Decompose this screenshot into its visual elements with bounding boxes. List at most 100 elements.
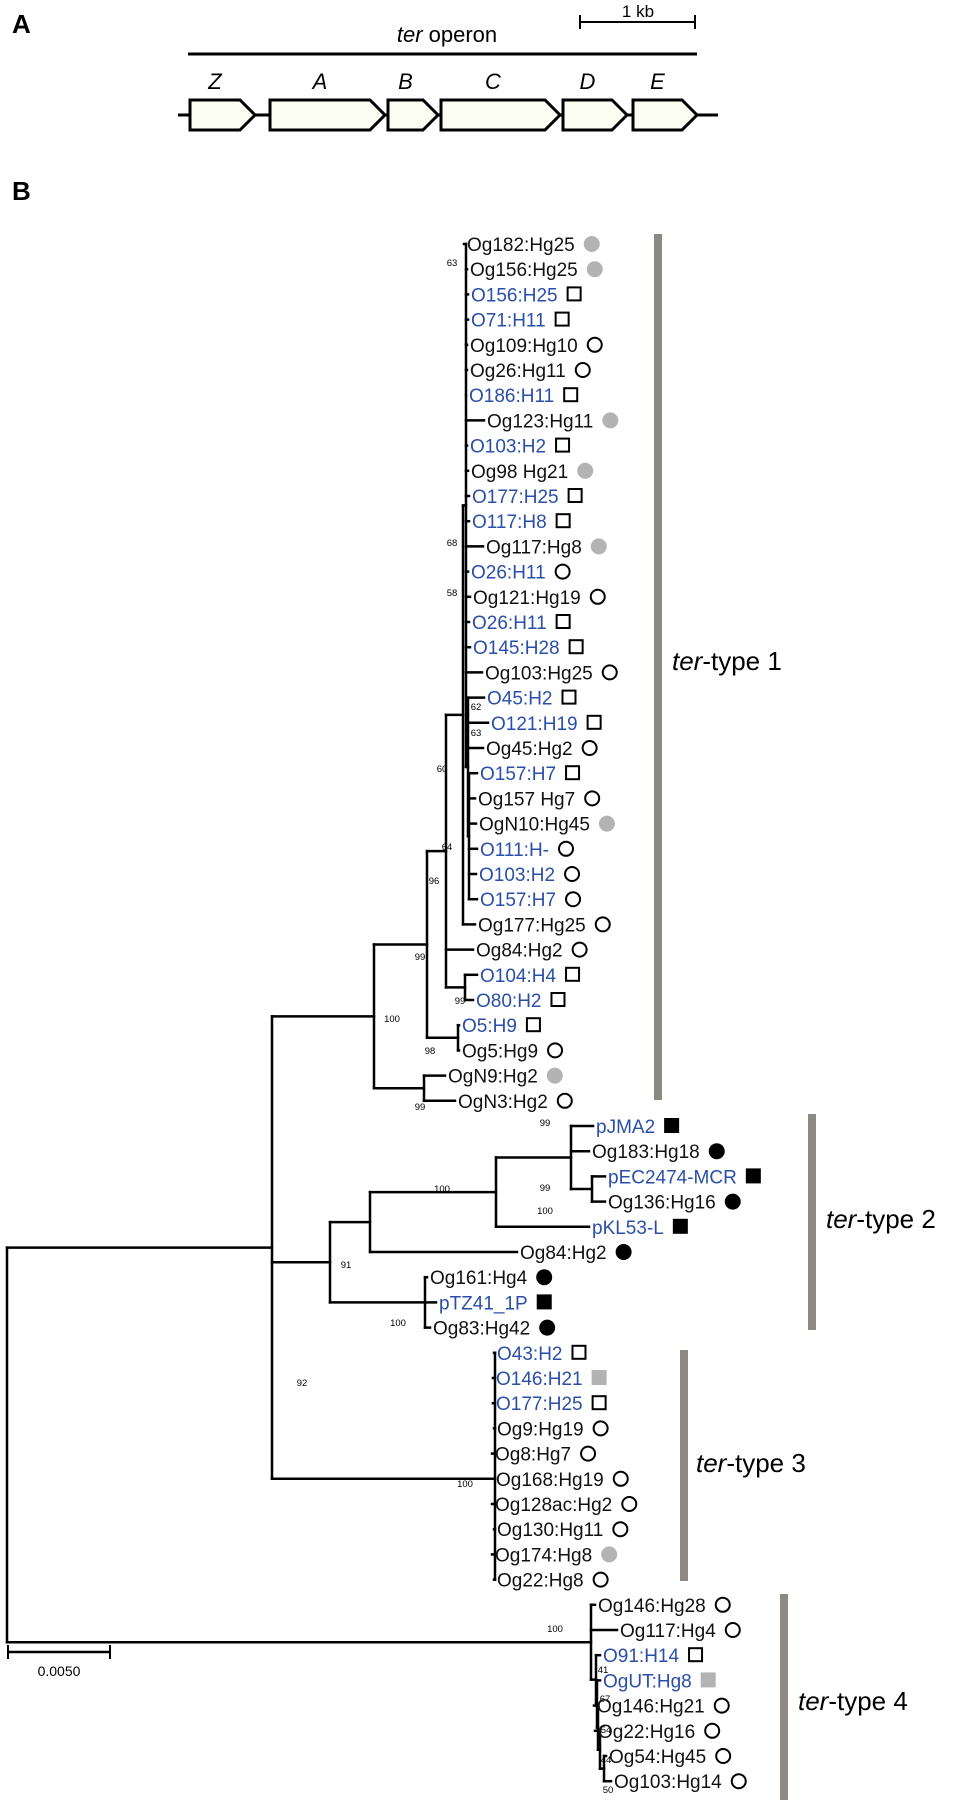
- gene-arrow-b: [386, 98, 441, 132]
- gene-arrow-d: [561, 98, 630, 132]
- taxon-label: Og177:Hg25: [478, 915, 586, 936]
- clade-label-type-1: ter-type 1: [672, 646, 782, 676]
- taxon-label: Og5:Hg9: [462, 1041, 538, 1062]
- gene-label-d: D: [580, 69, 596, 94]
- marker-circle-open-icon: [586, 336, 603, 353]
- bootstrap-value: 60: [437, 764, 448, 775]
- marker-square-filled-icon: [672, 1218, 688, 1234]
- marker-circle-open-icon: [612, 1470, 629, 1487]
- marker-circle-open-icon: [571, 941, 588, 958]
- taxon-label: pKL53-L: [592, 1218, 664, 1239]
- marker-square-open-icon: [555, 513, 571, 529]
- panel-b-label: B: [12, 176, 31, 206]
- clade-label-type-2: ter-type 2: [826, 1204, 936, 1234]
- marker-square-open-icon: [586, 714, 602, 730]
- marker-circle-filled-icon: [615, 1244, 632, 1260]
- taxon-label: Og121:Hg19: [473, 588, 581, 609]
- taxon-label: Og8:Hg7: [495, 1445, 571, 1466]
- taxon-label: O157:H7: [480, 764, 556, 785]
- bootstrap-value: 100: [390, 1318, 406, 1329]
- taxon-label: O103:H2: [470, 437, 546, 458]
- taxon-label: Og103:Hg25: [485, 663, 593, 684]
- panel-a-label: A: [12, 9, 31, 39]
- bootstrap-value: 63: [471, 728, 482, 739]
- marker-circle-open-icon: [554, 563, 571, 580]
- bootstrap-value: 99: [455, 996, 466, 1007]
- taxon-label: Og98 Hg21: [471, 462, 568, 483]
- marker-square-open-icon: [571, 1344, 587, 1360]
- bootstrap-values: 6368586263606496999910098999910099100911…: [297, 258, 614, 1796]
- bootstrap-value: 91: [341, 1260, 352, 1271]
- marker-square-open-icon: [563, 387, 579, 403]
- marker-square-open-icon: [591, 1395, 607, 1411]
- taxon-label: Og45:Hg2: [486, 739, 573, 760]
- bootstrap-value: 68: [447, 538, 458, 549]
- marker-square-open-icon: [550, 992, 566, 1007]
- taxon-label: OgN3:Hg2: [458, 1092, 548, 1113]
- marker-square-open-icon: [554, 311, 570, 327]
- taxon-label: Og146:Hg21: [597, 1697, 705, 1718]
- bootstrap-value: 100: [537, 1206, 553, 1217]
- taxon-label: Og54:Hg45: [609, 1747, 706, 1768]
- taxon-label: Og156:Hg25: [470, 260, 578, 281]
- marker-circle-open-icon: [581, 740, 598, 756]
- taxon-label: Og136:Hg16: [608, 1193, 716, 1214]
- phylogenetic-tree: [5, 242, 619, 1783]
- bootstrap-value: 41: [598, 1665, 609, 1676]
- marker-circle-grey-icon: [602, 412, 619, 429]
- taxon-label: pEC2474-MCR: [608, 1167, 737, 1188]
- marker-circle-open-icon: [558, 840, 574, 857]
- bootstrap-value: 63: [447, 258, 458, 269]
- taxon-label: O156:H25: [471, 285, 558, 306]
- taxon-label: Og22:Hg8: [497, 1571, 584, 1592]
- marker-square-filled-icon: [664, 1118, 680, 1133]
- marker-circle-open-icon: [547, 1042, 564, 1059]
- bootstrap-value: 99: [540, 1118, 551, 1129]
- marker-circle-open-icon: [601, 664, 618, 681]
- bootstrap-value: 58: [447, 588, 458, 599]
- branch-scale: 0.0050: [7, 1645, 111, 1679]
- clade-label-type-4: ter-type 4: [798, 1686, 908, 1716]
- taxon-label: O43:H2: [497, 1344, 562, 1365]
- marker-circle-open-icon: [580, 1445, 597, 1462]
- bootstrap-value: 100: [434, 1184, 450, 1195]
- marker-circle-open-icon: [574, 362, 591, 378]
- taxon-label: O71:H11: [471, 311, 546, 332]
- taxon-label: O146:H21: [496, 1369, 583, 1390]
- marker-square-filled-icon: [745, 1168, 761, 1184]
- marker-square-filled-icon: [536, 1294, 552, 1310]
- taxon-label: Og117:Hg4: [620, 1621, 716, 1642]
- taxon-label: Og128ac:Hg2: [495, 1495, 612, 1516]
- tree-leaves: Og182:Hg25Og156:Hg25O156:H25O71:H11Og109…: [430, 235, 761, 1793]
- marker-circle-filled-icon: [536, 1269, 553, 1286]
- taxon-label: Og117:Hg8: [486, 537, 582, 558]
- bootstrap-value: 99: [415, 1102, 426, 1113]
- marker-circle-grey-icon: [598, 815, 615, 832]
- marker-circle-grey-icon: [546, 1067, 563, 1084]
- marker-circle-open-icon: [724, 1622, 741, 1638]
- gene-label-c: C: [485, 69, 501, 94]
- taxon-label: Og9:Hg19: [497, 1419, 584, 1440]
- marker-circle-open-icon: [564, 866, 581, 882]
- taxon-label: O177:H25: [496, 1394, 583, 1415]
- taxon-label: Og26:Hg11: [470, 361, 566, 382]
- marker-square-open-icon: [555, 614, 571, 629]
- bootstrap-value: 62: [471, 702, 482, 713]
- marker-circle-open-icon: [714, 1596, 731, 1613]
- marker-circle-open-icon: [565, 891, 582, 908]
- bootstrap-value: 92: [297, 1378, 308, 1389]
- bootstrap-value: 100: [457, 1479, 473, 1490]
- bootstrap-value: 96: [429, 876, 440, 887]
- taxon-label: Og109:Hg10: [470, 336, 578, 357]
- marker-square-open-icon: [565, 765, 581, 781]
- kb-scale-label: 1 kb: [622, 2, 654, 21]
- marker-circle-open-icon: [715, 1748, 732, 1764]
- taxon-label: Og83:Hg42: [433, 1319, 530, 1340]
- bootstrap-value: 67: [600, 1694, 611, 1705]
- marker-circle-open-icon: [704, 1722, 721, 1739]
- gene-arrow-a: [268, 98, 388, 132]
- marker-square-grey-icon: [591, 1370, 607, 1385]
- bootstrap-value: 100: [384, 1014, 400, 1025]
- marker-square-open-icon: [568, 639, 584, 655]
